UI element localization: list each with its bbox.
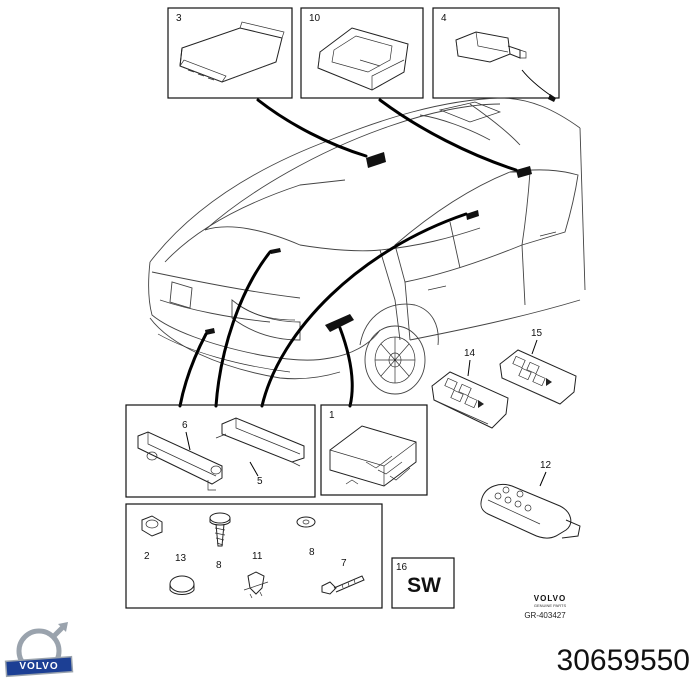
box-part-10: 10 [300,7,424,99]
callout-8b: 8 [309,547,315,558]
part-13-cap: 13 [169,553,195,595]
remote-15: 15 [499,328,577,405]
box-part-4: 4 [432,7,560,99]
callout-3: 3 [176,13,182,24]
callout-6: 6 [182,420,188,431]
volvo-logo [4,622,74,678]
box-part-16-software [391,557,455,609]
part-8-screw: 8 [209,512,231,571]
remote-14: 14 [431,348,509,429]
box-parts-6-5: 6 5 [125,404,316,498]
part-number: 30659550 [556,644,690,677]
callout-16: 16 [396,562,408,573]
callout-13: 13 [175,553,187,564]
software-label: SW [407,574,441,597]
callout-4: 4 [441,13,447,24]
callout-12: 12 [540,460,552,471]
part-8-washer: 8 [296,516,316,558]
callout-2: 2 [144,551,150,562]
brand-wordmark: VOLVO [533,594,567,603]
car-drawing [148,94,586,395]
module-10-drawing [317,27,409,91]
box-fasteners: 2 8 8 13 11 7 [125,503,383,609]
callout-11: 11 [252,551,263,562]
logo-wordmark: VOLVO [19,661,59,672]
callout-10: 10 [309,13,321,24]
brand-subtitle: GENUINE PARTS [533,603,567,608]
key-fob-12: 12 [480,460,581,539]
leader-lines [178,69,551,408]
callout-7: 7 [341,558,347,569]
reference-code: GR-403427 [524,611,566,620]
part-7-bolt: 7 [321,558,365,595]
part-11-clip: 11 [243,551,269,599]
module-3-drawing [179,21,285,83]
module-1-drawing [329,425,417,487]
callout-14: 14 [464,348,476,359]
callout-15: 15 [531,328,543,339]
callout-8a: 8 [216,560,222,571]
bracket-5-drawing [215,417,305,467]
callout-5: 5 [257,476,263,487]
part-2-bushing: 2 [141,515,163,562]
box-part-1: 1 [320,404,428,496]
box-part-3: 3 [167,7,293,99]
sensor-4-drawing [455,31,527,63]
bracket-6-drawing [137,431,223,491]
callout-1: 1 [329,410,335,421]
